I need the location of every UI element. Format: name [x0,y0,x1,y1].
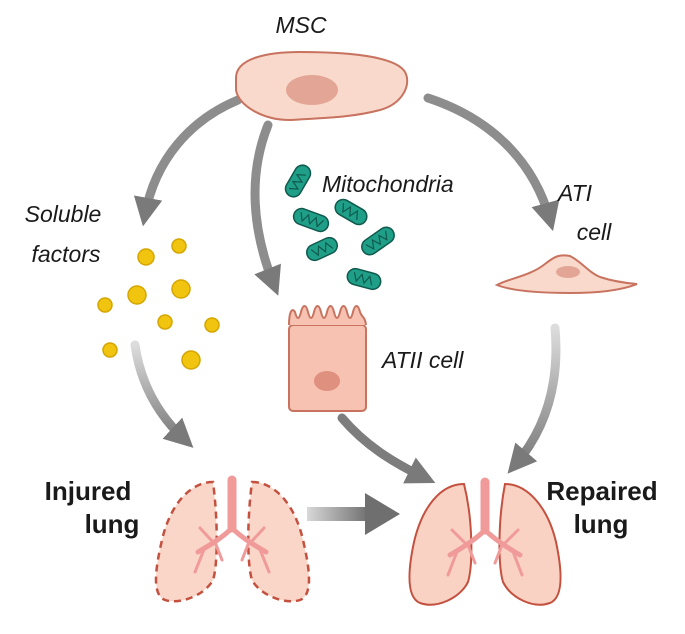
arrow-atii-to-repaired [337,413,436,484]
atii-microvilli [288,305,367,326]
injured-lung-label-line1: Injured [45,476,132,506]
msc-label: MSC [275,12,327,38]
mitochondrion [361,226,395,256]
soluble-factor [97,297,113,313]
ati-nucleus [556,266,580,278]
soluble-factors-group [97,238,220,370]
arrow-msc-to-ati [423,93,560,232]
msc-cell [235,50,409,122]
mitochondrion [305,236,339,262]
mitochondrion [292,207,330,233]
atii-cell [288,305,367,412]
mitochondria-label: Mitochondria [322,171,454,197]
soluble-factor [171,279,191,299]
soluble-factors-label-line1: Soluble [25,201,102,227]
arrow-msc-to-soluble-factors [133,95,243,227]
soluble-factor [127,285,147,305]
mitochondrion [334,198,368,226]
atii-nucleus [314,371,340,391]
mitochondrion [284,164,312,198]
mitochondrion [346,267,382,291]
soluble-factors-label-line2: factors [31,241,101,267]
repaired-lung-right-lobe [498,482,562,606]
injured-lung-label-line2: lung [85,509,140,539]
arrow-injured-to-repaired [307,493,400,535]
arrows [130,93,561,535]
injured-lung [154,475,311,603]
ati-cell [494,254,638,295]
soluble-factor [171,238,187,254]
soluble-factor [181,350,201,370]
ati-label-line2: cell [577,219,612,245]
soluble-factor [137,248,155,266]
mitochondria-group [284,164,395,291]
arrow-msc-to-atii [250,120,281,296]
soluble-factor [157,314,173,330]
repaired-lung-label-line2: lung [574,509,629,539]
arrow-ati-to-repaired [507,323,561,474]
repaired-lung-left-lobe [408,482,473,606]
atii-label: ATII cell [380,347,464,373]
repaired-lung-airway [446,477,524,577]
injured-lung-right-lobe [247,480,311,603]
arrow-soluble-to-injured [130,340,194,448]
injured-lung-airway [193,475,271,574]
soluble-factor [102,342,118,358]
soluble-factor [204,317,220,333]
injured-lung-left-lobe [154,480,218,603]
repaired-lung-label-line1: Repaired [546,476,657,506]
msc-nucleus [286,75,338,105]
ati-label-line1: ATI [556,180,593,206]
repaired-lung [408,477,562,606]
